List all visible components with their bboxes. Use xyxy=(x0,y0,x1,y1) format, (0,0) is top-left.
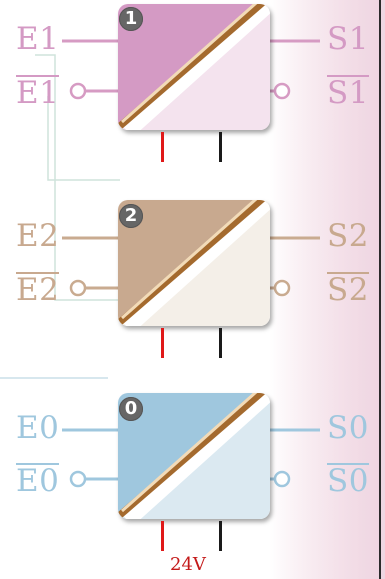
supply-voltage-label: 24V xyxy=(170,554,206,575)
channel-badge-1: 1 xyxy=(119,7,143,31)
supply-pin-positive-0 xyxy=(161,521,164,551)
supply-pin-positive-1 xyxy=(161,132,164,162)
isolator-module-0 xyxy=(118,393,270,519)
channel-1-wires xyxy=(62,39,320,100)
output-label-s1: S1 xyxy=(327,21,369,57)
input-inverted-label-e2: E2 xyxy=(16,272,60,308)
background-traces xyxy=(35,54,120,301)
input-label-e1: E1 xyxy=(16,21,60,57)
channel-badge-0: 0 xyxy=(119,397,143,421)
page-edge-line xyxy=(379,0,381,579)
isolator-module-2 xyxy=(118,200,270,326)
channel-badge-2: 2 xyxy=(119,204,143,228)
supply-pin-negative-1 xyxy=(219,132,222,162)
output-inverted-label-s1: S1 xyxy=(327,75,369,111)
supply-pin-negative-0 xyxy=(219,521,222,551)
supply-pin-negative-2 xyxy=(219,328,222,358)
channel-2-wires xyxy=(62,236,320,297)
output-label-s0: S0 xyxy=(327,410,369,446)
output-inverted-label-s2: S2 xyxy=(327,272,369,308)
output-label-s2: S2 xyxy=(327,218,369,254)
channel-0-wires xyxy=(62,428,320,488)
input-inverted-label-e1: E1 xyxy=(16,75,60,111)
input-label-e0: E0 xyxy=(16,410,60,446)
input-inverted-label-e0: E0 xyxy=(16,463,60,499)
supply-pin-positive-2 xyxy=(161,328,164,358)
isolator-module-1 xyxy=(118,4,270,130)
input-label-e2: E2 xyxy=(16,218,60,254)
output-inverted-label-s0: S0 xyxy=(327,463,369,499)
